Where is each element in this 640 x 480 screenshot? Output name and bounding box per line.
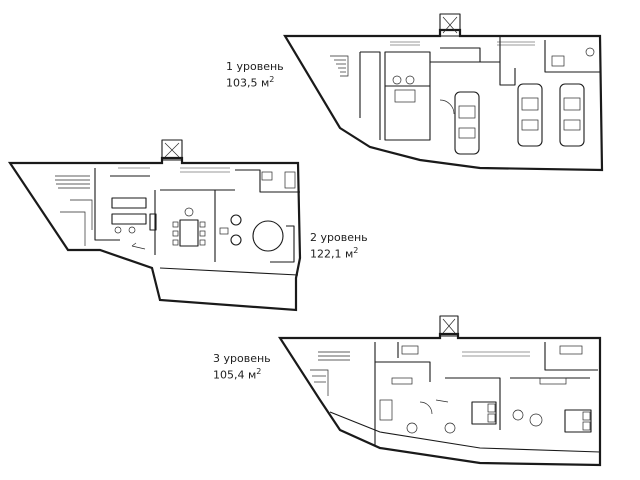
level-3-wall [544,342,598,371]
elevator-icon [442,318,456,334]
level-2-plan [7,139,302,312]
level-2-stool [128,226,136,234]
level-2-terrace-edge [159,267,299,276]
level-3-outline [277,332,602,467]
level-1-fixture [394,89,416,103]
level-3-label: 3 уровень 105,4 м2 [213,352,271,382]
level-2-wall [94,168,120,241]
level-2-fixture [284,171,296,189]
level-2-armchair [230,214,242,226]
level-1-name: 1 уровень [226,60,284,73]
level-3-chair [529,413,543,427]
level-1-fixture [392,75,402,85]
level-1-hatch [390,41,535,46]
level-2-side-table [219,227,229,235]
level-1-wall [430,61,516,86]
level-1-outline [283,28,604,172]
level-2-elevator [161,139,183,161]
car-icon [559,83,585,147]
level-3-fixture [391,377,413,385]
level-3-wall [445,377,501,430]
level-1-fixture [585,47,595,57]
level-1-plan [283,13,604,172]
level-3-wall [375,361,431,382]
level-2-stool [114,226,122,234]
level-3-plan [277,315,602,467]
level-2-counter [149,213,157,231]
level-3-fixture [559,345,583,355]
level-1-wall [440,47,481,62]
level-3-chair [444,422,456,434]
elevator-icon [442,16,458,34]
level-1-room [384,86,431,141]
level-2-armchair [230,234,242,246]
level-3-elevator [439,315,459,337]
level-3-terrace-edge [329,411,601,453]
level-1-wall [359,51,381,140]
level-3-door [435,399,449,403]
level-3-name: 3 уровень [213,352,271,365]
bed-icon [564,409,592,433]
level-1-wall [544,40,600,73]
level-2-outline [7,156,302,312]
level-2-name: 2 уровень [310,231,368,244]
level-3-chair [406,422,418,434]
level-2-counter [111,197,147,209]
level-3-chair [512,409,524,421]
level-2-fixture [261,171,273,181]
level-1-label: 1 уровень 103,5 м2 [226,60,284,90]
level-2-hatch [118,167,230,173]
level-1-fixture [551,55,565,67]
level-2-dining-table [179,219,199,247]
level-2-area: 122,1 м2 [310,246,359,261]
level-2-round-sofa [252,220,284,252]
level-3-desk [379,399,393,421]
level-3-hatch [462,351,530,357]
level-1-room [384,51,431,87]
level-3-fixture [401,345,419,355]
level-2-lamp [184,207,194,217]
level-1-fixture [405,75,415,85]
level-1-elevator [439,13,461,37]
stairs-icon [330,55,349,77]
level-2-sofa [270,225,295,263]
elevator-icon [164,142,180,158]
level-2-label: 2 уровень 122,1 м2 [310,231,368,261]
level-2-counter [111,213,147,225]
level-1-area: 103,5 м2 [226,75,275,90]
bed-icon [471,401,497,425]
level-2-wall [235,169,300,193]
level-1-door [439,99,455,115]
car-icon [454,91,480,155]
level-3-area: 105,4 м2 [213,367,262,382]
level-2-chairs [172,221,206,246]
level-2-arrow [131,242,146,250]
car-icon [517,83,543,147]
level-3-door [419,401,433,415]
stairs-icon [310,351,350,396]
level-3-fixture [539,377,567,385]
stairs-icon [55,175,93,246]
